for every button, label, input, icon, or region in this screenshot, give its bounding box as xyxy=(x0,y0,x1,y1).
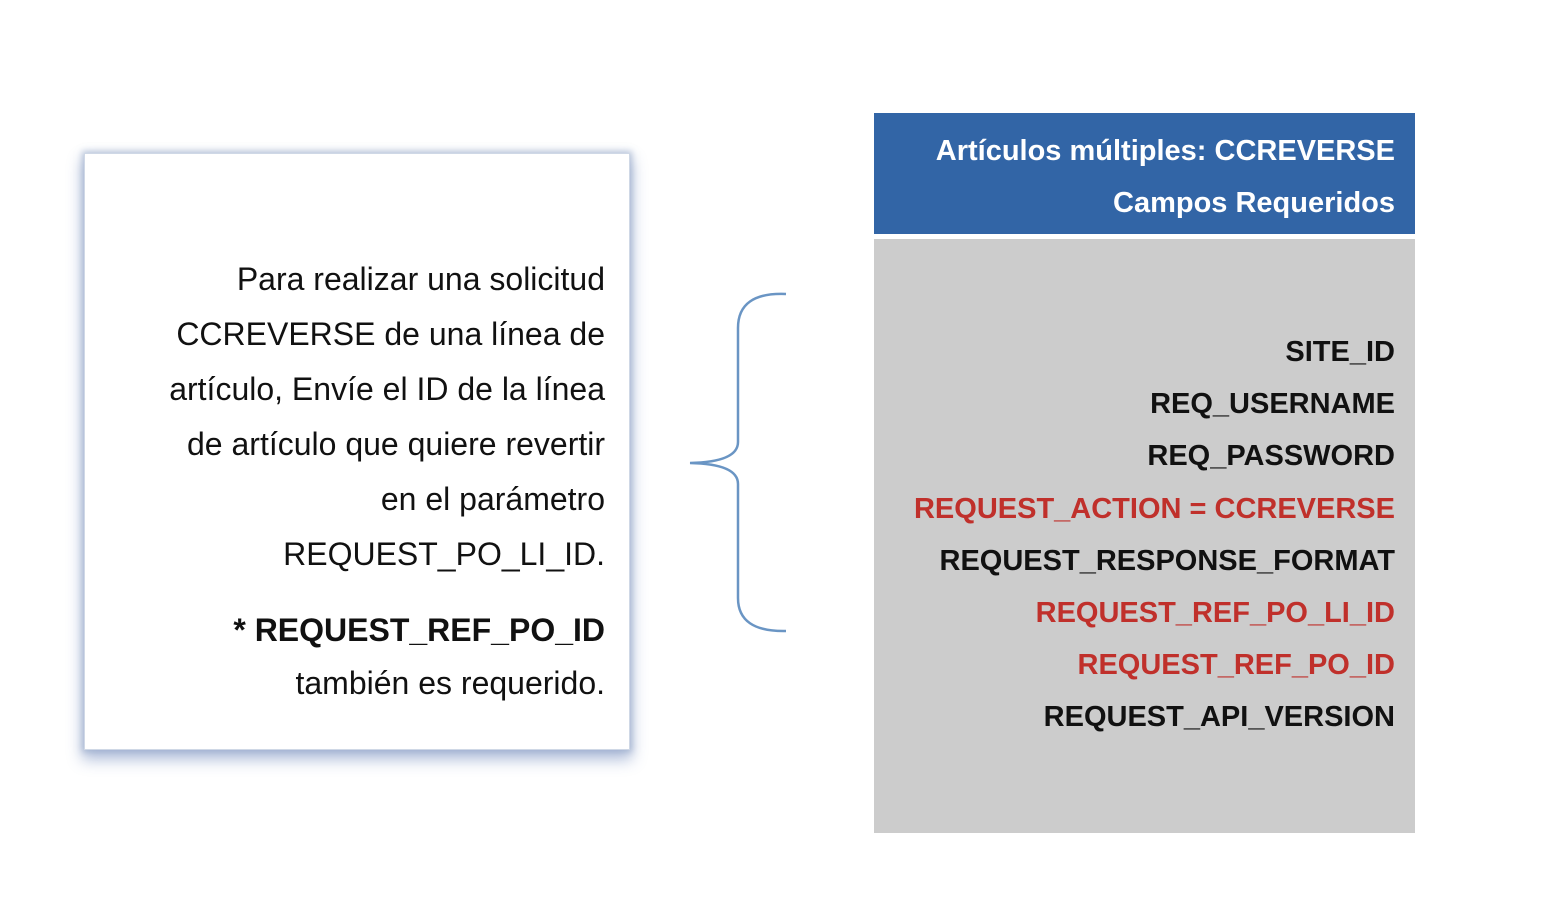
curly-brace-connector xyxy=(689,292,787,633)
footnote: * REQUEST_REF_PO_ID también es requerido… xyxy=(105,604,605,710)
required-fields-panel: SITE_ID REQ_USERNAME REQ_PASSWORD REQUEST_A… xyxy=(874,239,1415,833)
explanation-text: Para realizar una solicitud CCREVERSE de… xyxy=(105,252,605,710)
required-field: REQUEST_REF_PO_ID xyxy=(1077,649,1395,682)
required-field: REQUEST_RESPONSE_FORMAT xyxy=(939,544,1395,577)
explanation-paragraph: Para realizar una solicitud CCREVERSE de… xyxy=(105,252,605,582)
footnote-text: también es requerido. xyxy=(295,665,605,701)
required-fields-list: SITE_ID REQ_USERNAME REQ_PASSWORD REQUEST_A… xyxy=(894,326,1395,744)
required-field: REQ_USERNAME xyxy=(1150,388,1395,421)
explanation-line: CCREVERSE de una línea de xyxy=(176,316,605,352)
required-field: REQUEST_API_VERSION xyxy=(1043,701,1395,734)
required-field: SITE_ID xyxy=(1285,336,1395,368)
required-field: REQUEST_ACTION = CCREVERSE xyxy=(913,492,1395,525)
header-subtitle: Campos Requeridos xyxy=(1113,187,1395,219)
explanation-line: REQUEST_PO_LI_ID. xyxy=(283,536,605,572)
required-field: REQ_PASSWORD xyxy=(1147,440,1395,473)
footnote-field: * REQUEST_REF_PO_ID xyxy=(233,612,605,648)
required-fields-header: Artículos múltiples: CCREVERSE Campos Re… xyxy=(874,113,1415,234)
explanation-line: Para realizar una solicitud xyxy=(236,261,605,297)
explanation-line: en el parámetro xyxy=(380,481,605,517)
explanation-line: artículo, Envíe el ID de la línea xyxy=(169,371,605,407)
explanation-box: Para realizar una solicitud CCREVERSE de… xyxy=(84,153,630,750)
required-field: REQUEST_REF_PO_LI_ID xyxy=(1035,597,1395,630)
explanation-line: de artículo que quiere revertir xyxy=(187,426,605,462)
header-title: Artículos múltiples: CCREVERSE xyxy=(935,135,1395,167)
